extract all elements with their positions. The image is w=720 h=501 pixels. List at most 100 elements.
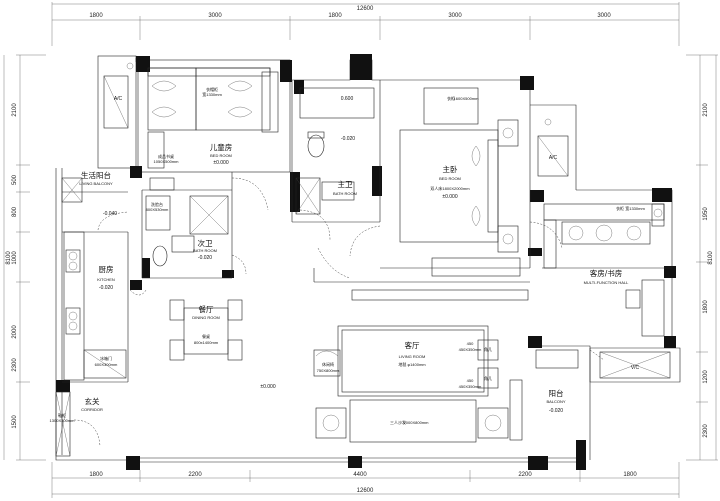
left-dim-5: 2000 — [12, 325, 18, 339]
right-dim-3: 1800 — [703, 300, 709, 314]
sofa-size: 2000X800mm — [404, 420, 430, 425]
right-dim-5: 2300 — [703, 424, 709, 438]
bottom-dim-2: 2200 — [188, 472, 202, 478]
study-room: 衣柜 宽1330mm 客房/书房 MULTI-FUNCTION HALL — [543, 203, 665, 337]
dining-table-name: 餐桌 — [202, 333, 210, 339]
balcony: V/C 阳台 BALCONY -0.020 — [535, 349, 671, 414]
left-dim-4: 1000 — [12, 251, 18, 265]
master-wardrobe-name: 衣柜 — [447, 95, 455, 101]
living-level-label: ±0.000 — [260, 384, 275, 390]
bottom-dim-3: 4400 — [353, 472, 367, 478]
kitchen-name: 厨房 — [99, 264, 114, 274]
ac-unit-topleft: A/C — [103, 62, 134, 129]
left-dim-2: 500 — [12, 174, 18, 185]
living-balcony-en: LIVING BALCONY — [79, 181, 113, 186]
entry: 鞋柜 1300X300mm 玄关 CORRIDOR — [50, 391, 103, 457]
kitchen: 冰箱门 600X300mm 厨房 KITCHEN -0.020 — [63, 231, 127, 381]
entry-en: CORRIDOR — [81, 407, 103, 412]
children-room-en: BED ROOM — [210, 153, 232, 158]
second-bathroom: 洗脸台 800X530mm 次卫 BATH ROOM -0.020 — [146, 195, 229, 267]
shoe-cabinet-name: 鞋柜 — [58, 412, 66, 418]
master-bedroom: 衣柜 1600X500mm 主卧 BED ROOM 双人床1800X2000mm… — [399, 87, 521, 277]
master-level: ±0.000 — [442, 194, 457, 200]
door-swings — [73, 177, 605, 447]
children-room-level: ±0.000 — [213, 160, 228, 166]
fridge-name: 冰箱门 — [100, 355, 112, 361]
bottom-dim-1: 1800 — [89, 472, 103, 478]
bottom-dim-5: 1800 — [623, 472, 637, 478]
ac-label-2: A/C — [549, 155, 558, 161]
living-room: 客厅 LIVING ROOM 地毯 φ1400mm 休闲椅 750X800mm … — [313, 325, 523, 443]
living-en: LIVING ROOM — [399, 354, 426, 359]
side-table1-size: 450X350mm — [459, 347, 482, 352]
structural-walls — [55, 54, 681, 470]
top-dim-4: 3000 — [448, 13, 462, 19]
dining-en: DINING ROOM — [192, 315, 220, 320]
kitchen-en: KITCHEN — [97, 277, 115, 282]
bottom-dim-4: 2200 — [518, 472, 532, 478]
left-dim-6: 2300 — [12, 358, 18, 372]
main-bath-level: -0.020 — [341, 136, 355, 142]
master-bed: 双人床1800X2000mm — [430, 185, 470, 191]
side-table2-code: 450 — [467, 378, 474, 383]
washbasin2-size: 800X530mm — [146, 207, 169, 212]
entry-name: 玄关 — [85, 396, 100, 406]
right-dim-1: 2100 — [703, 103, 709, 117]
master-wardrobe-size: 1600X500mm — [454, 96, 480, 101]
children-room-name: 儿童房 — [210, 142, 233, 152]
master-en: BED ROOM — [439, 176, 461, 181]
second-bath-level: -0.020 — [198, 255, 212, 261]
main-bath-top-level: 0.600 — [341, 96, 354, 102]
left-dimension-lines: 8100 2100 500 800 1000 2000 2300 1500 — [3, 54, 46, 461]
living-balcony-name: 生活阳台 — [81, 170, 111, 180]
side-table1-code: 450 — [467, 341, 474, 346]
side-table2-name: 角几 — [484, 375, 492, 381]
balcony-en: BALCONY — [546, 399, 565, 404]
top-dimension-lines: 12600 1800 3000 1800 3000 3000 — [51, 2, 680, 46]
shoe-cabinet-size: 1300X300mm — [50, 418, 76, 423]
kitchen-level: -0.020 — [99, 285, 113, 291]
living-name: 客厅 — [405, 340, 420, 350]
top-total-dim: 12600 — [357, 6, 374, 12]
washbasin2-name: 洗脸台 — [151, 201, 163, 207]
main-bath-name: 主卫 — [338, 179, 353, 189]
ac-label-1: A/C — [114, 96, 123, 102]
sofa-name: 三人沙发 — [390, 419, 406, 425]
balcony-level: -0.020 — [549, 408, 563, 414]
main-bathroom: 0.600 -0.020 主卫 BATH ROOM — [295, 87, 375, 215]
side-table2-size: 450X350mm — [459, 384, 482, 389]
children-room: 衣帽柜 宽1330mm 成品书桌 1050X500mm 儿童房 BED ROOM… — [147, 67, 279, 191]
left-dim-1: 2100 — [12, 103, 18, 117]
right-total-dim: 8100 — [708, 251, 714, 265]
living-balcony-level: -0.040 — [103, 211, 117, 217]
desk-size: 1050X500mm — [154, 159, 180, 164]
dining-name: 餐厅 — [199, 305, 214, 314]
vc-label: V/C — [631, 365, 640, 371]
study-wardrobe-size: 宽1330mm — [625, 205, 645, 211]
study-en: MULTI-FUNCTION HALL — [584, 280, 630, 285]
children-wardrobe-name: 衣帽柜 — [206, 86, 218, 92]
desk-name: 成品书桌 — [158, 153, 174, 159]
master-name: 主卧 — [443, 164, 458, 174]
side-table1-name: 角几 — [484, 346, 492, 352]
right-dim-4: 1200 — [703, 370, 709, 384]
top-dim-5: 3000 — [597, 13, 611, 19]
lounge-chair-name: 休闲椅 — [322, 361, 334, 367]
children-wardrobe-size: 宽1330mm — [202, 91, 222, 97]
left-dim-3: 800 — [12, 206, 18, 217]
bottom-total-dim: 12600 — [357, 488, 374, 494]
ac-unit-right: A/C — [537, 118, 569, 177]
second-bath-name: 次卫 — [198, 238, 213, 248]
top-dim-2: 3000 — [208, 13, 222, 19]
left-dim-7: 1500 — [12, 415, 18, 429]
fridge-size: 600X300mm — [95, 362, 118, 367]
study-name: 客房/书房 — [590, 268, 623, 278]
living-rug: 地毯 φ1400mm — [398, 361, 426, 367]
children-bed-left — [147, 67, 197, 131]
study-wardrobe-name: 衣柜 — [616, 205, 624, 211]
children-bed — [195, 67, 271, 131]
lounge-chair-size: 750X800mm — [317, 368, 340, 373]
left-total-dim: 8100 — [6, 251, 12, 265]
balcony-name: 阳台 — [549, 388, 564, 398]
